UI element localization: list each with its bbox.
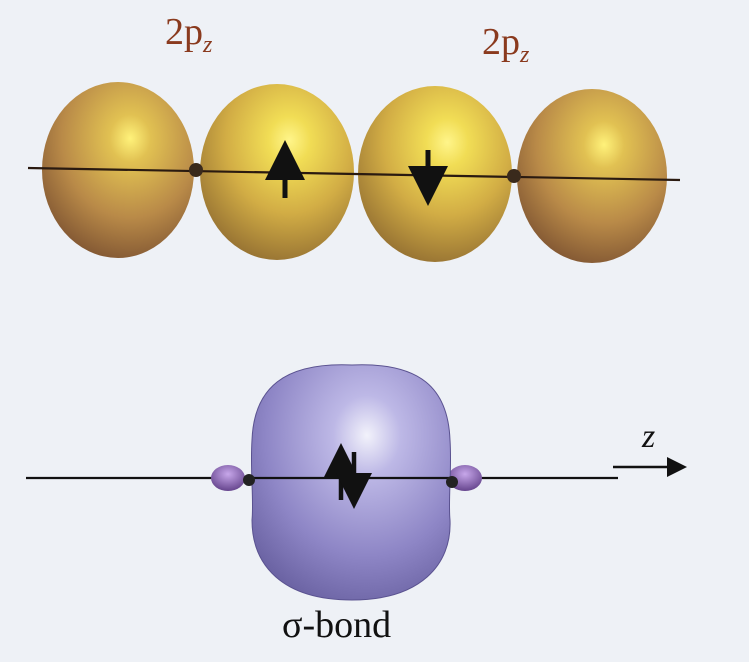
sigma-bond-group — [26, 364, 687, 601]
top-bond-axis — [27, 166, 681, 182]
right-nucleus — [507, 169, 521, 183]
right-orbital-outer-lobe — [517, 89, 667, 263]
top-orbitals — [27, 82, 681, 263]
sigma-bond-label: σ-bond — [282, 604, 392, 646]
z-axis-label: z — [642, 418, 656, 455]
left-nub — [211, 465, 245, 491]
left-nucleus — [189, 163, 203, 177]
bond-right-nucleus — [446, 476, 458, 488]
right-orbital-label: 2pz — [482, 21, 530, 68]
bond-left-nucleus — [243, 474, 255, 486]
left-orbital-label: 2pz — [165, 11, 213, 58]
sigma-bond-orbital — [250, 364, 452, 601]
